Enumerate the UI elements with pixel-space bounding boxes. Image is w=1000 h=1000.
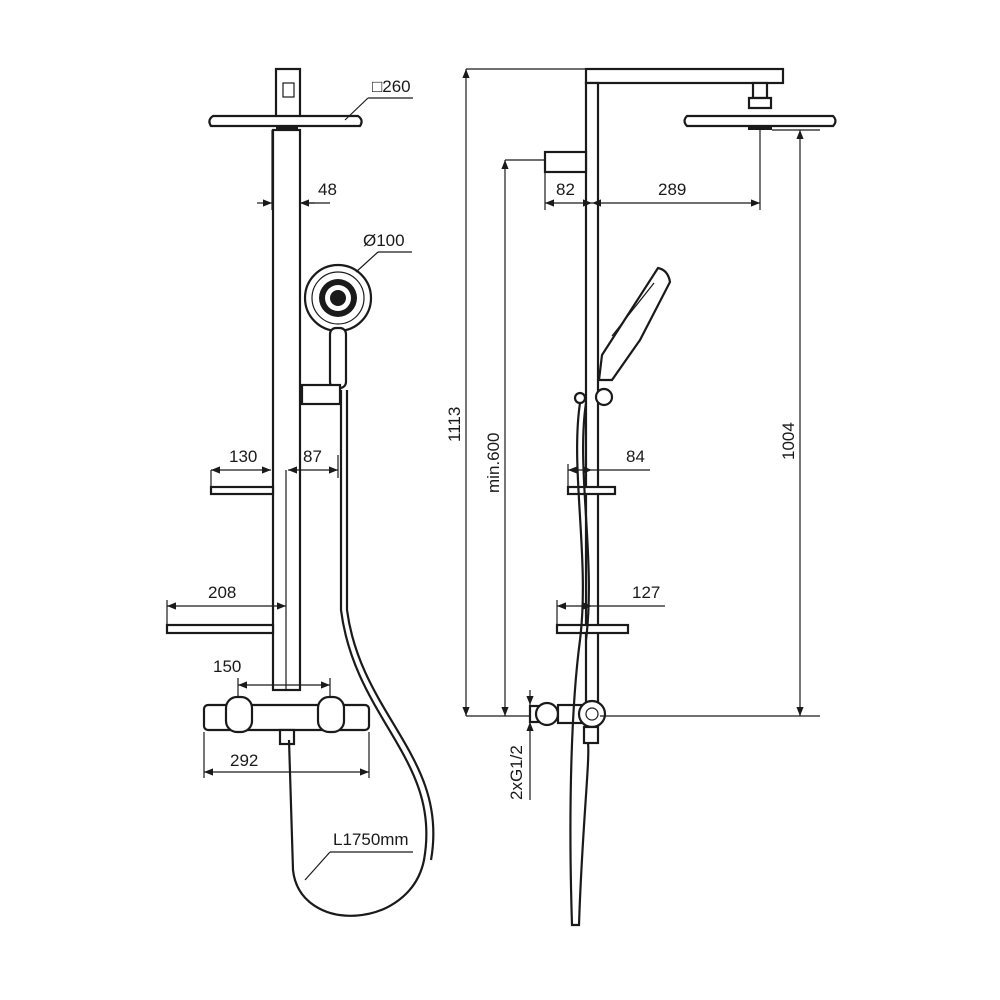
side-view: 1113 min.600 82 289 1004 84 127 2xG1/2	[445, 67, 837, 927]
dim-hose-length: L1750mm	[333, 830, 409, 849]
dim-handshower-diameter: Ø100	[363, 231, 405, 250]
head-connector	[274, 67, 302, 119]
dim-wall-to-column: 82	[556, 180, 575, 199]
dim-head-square: □260	[372, 77, 411, 96]
dim-riser-offset: 48	[318, 180, 337, 199]
dim-shelf-to-hose: 87	[303, 447, 322, 466]
dim-small-shelf-width: 130	[229, 447, 257, 466]
dim-connections: 2xG1/2	[507, 745, 526, 800]
side-hose	[569, 402, 590, 927]
dim-min-height: min.600	[484, 433, 503, 493]
dim-large-shelf-depth: 127	[632, 583, 660, 602]
shower-hose	[287, 390, 428, 917]
hand-shower	[300, 263, 373, 406]
front-large-shelf	[165, 623, 275, 635]
dim-mixer-centers: 150	[213, 657, 241, 676]
side-small-shelf	[566, 485, 617, 496]
side-shower-head	[683, 114, 837, 128]
front-small-shelf	[209, 485, 275, 496]
side-mixer	[528, 699, 607, 745]
side-hand-shower	[597, 266, 672, 382]
dim-small-shelf-depth: 84	[626, 447, 645, 466]
side-top-arm	[584, 67, 785, 85]
dim-total-height: 1113	[445, 407, 464, 442]
front-shower-head	[208, 114, 363, 128]
dim-head-height: 1004	[779, 422, 798, 460]
thermostatic-mixer	[202, 695, 371, 746]
front-riser-pipe	[271, 128, 302, 692]
wall-bracket	[543, 150, 588, 174]
front-view: 48 □260 Ø100 130 87 208 150 292 L1750mm	[165, 67, 435, 917]
dim-arm-reach: 289	[658, 180, 686, 199]
dim-mixer-width: 292	[230, 751, 258, 770]
side-large-shelf	[555, 623, 630, 635]
dim-large-shelf-width: 208	[208, 583, 236, 602]
